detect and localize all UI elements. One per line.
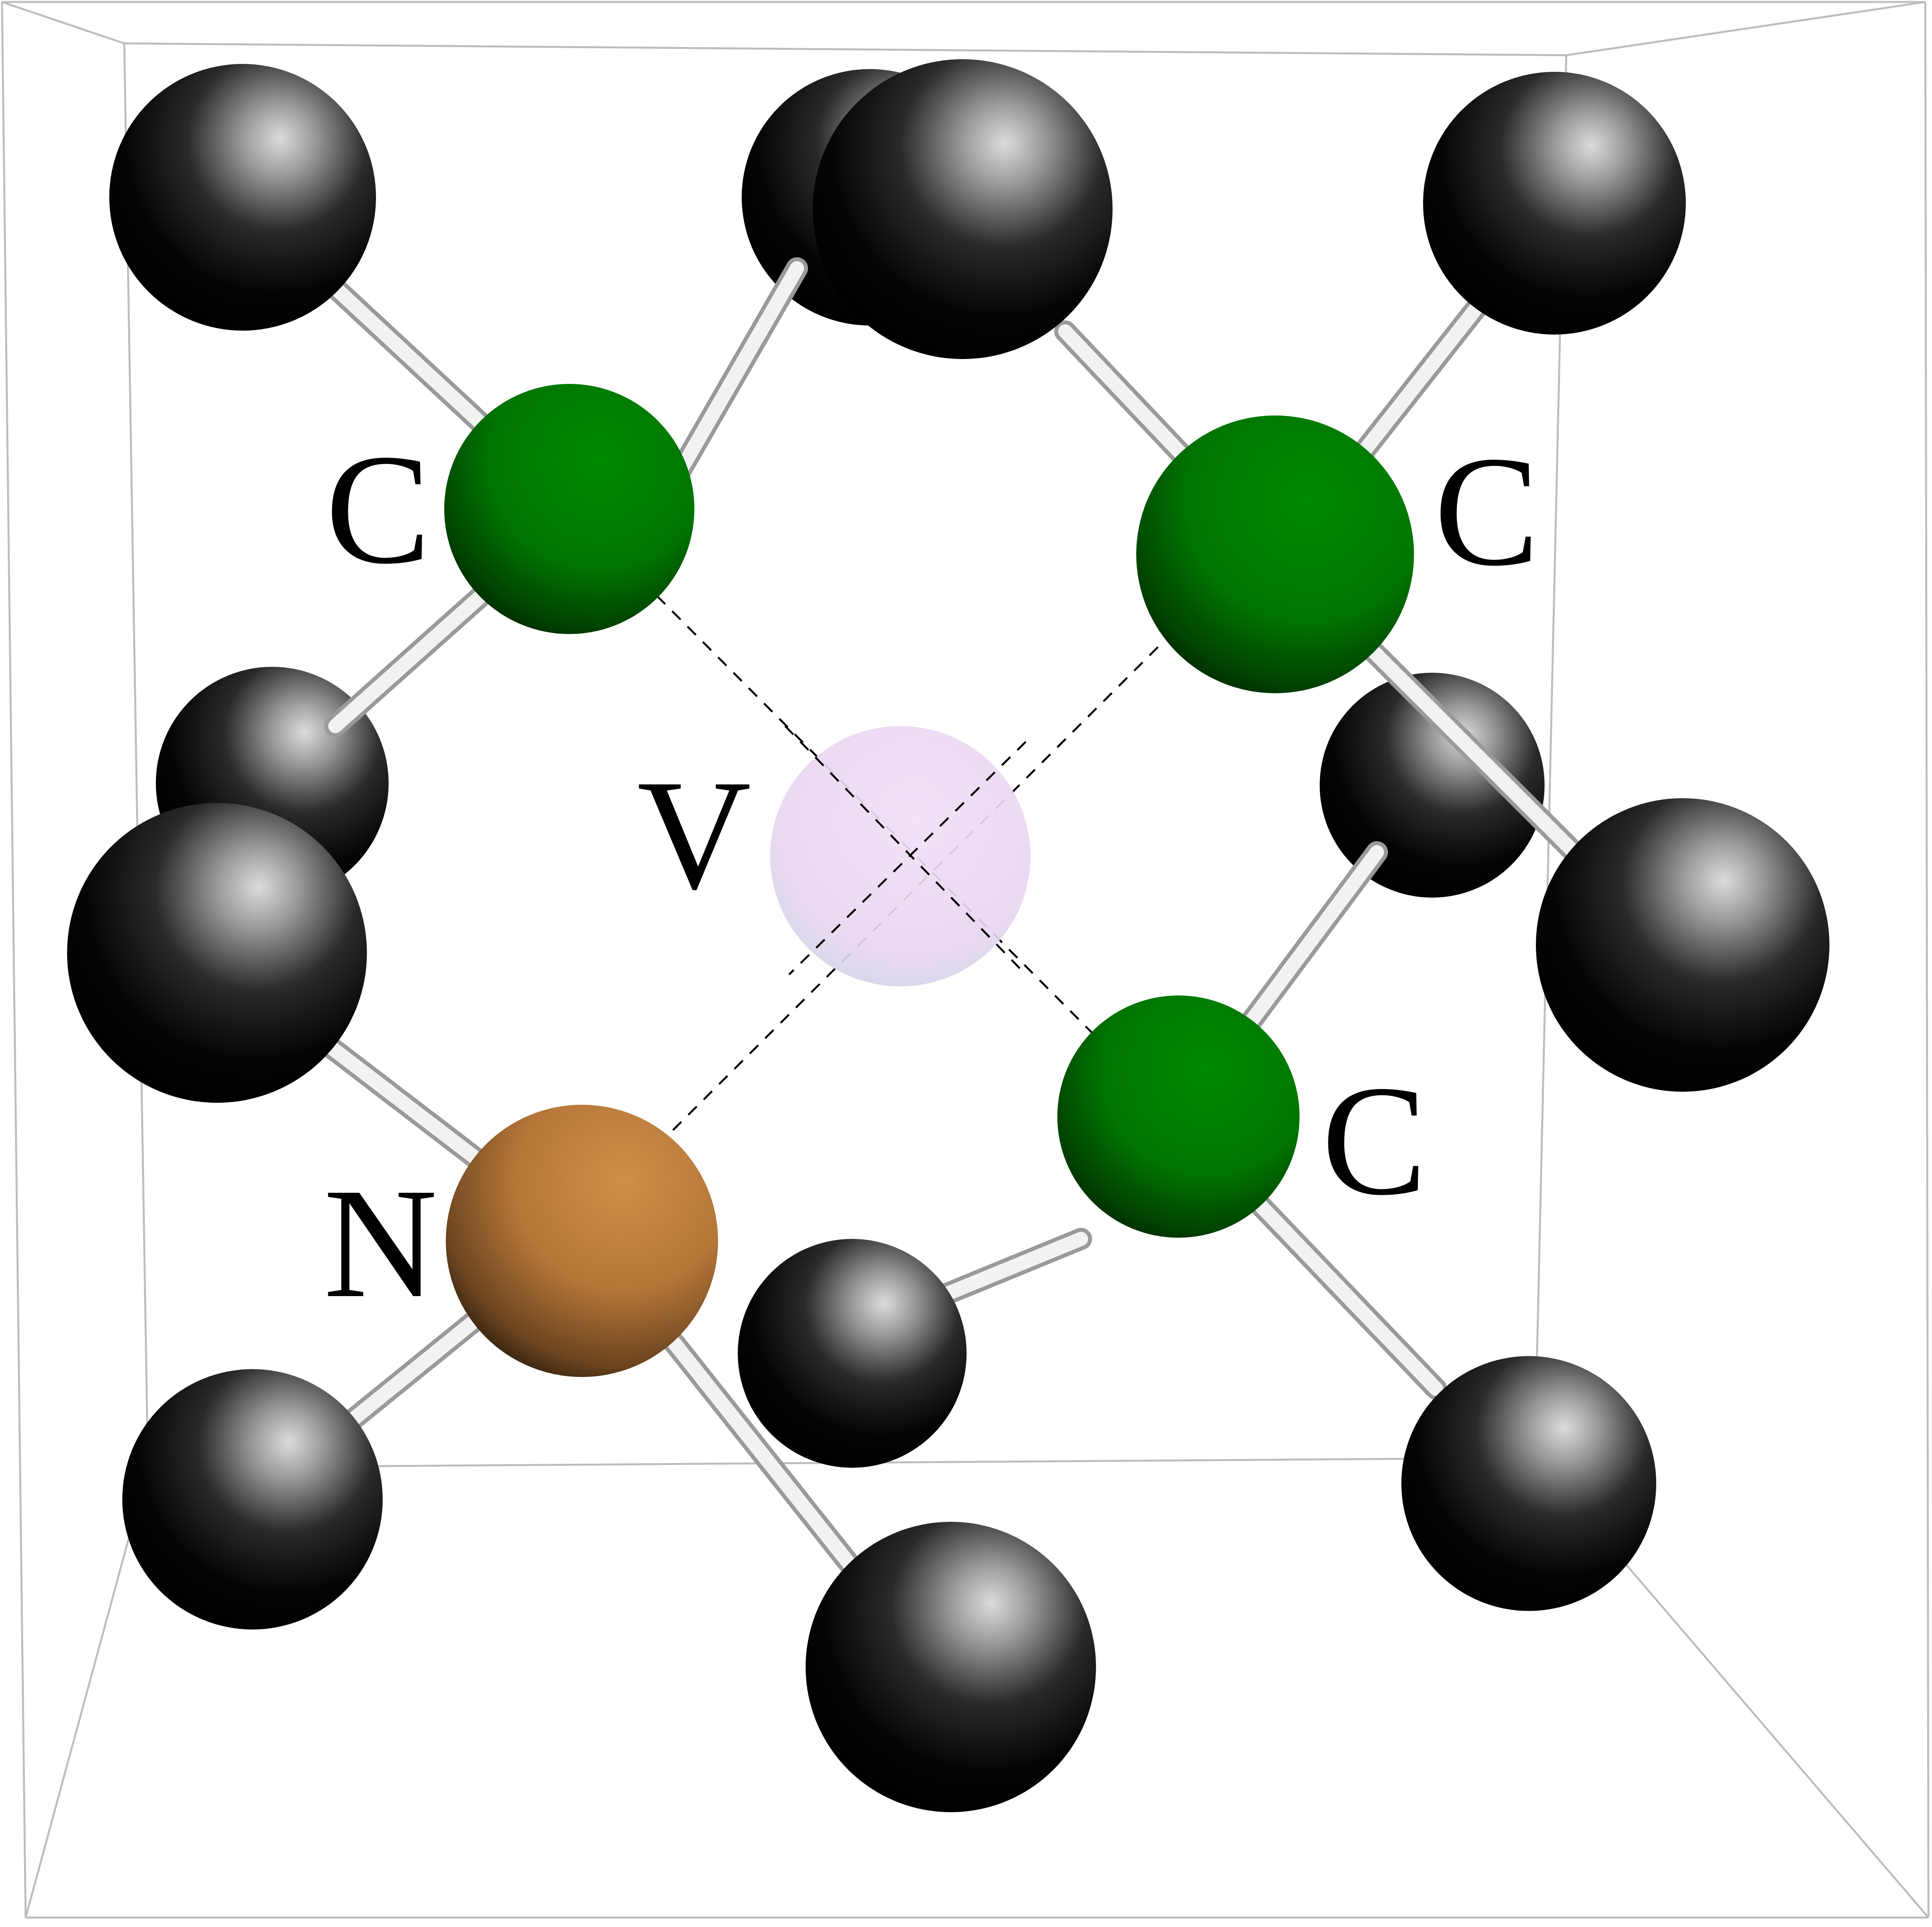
vacancy-site (770, 726, 1031, 986)
bond (328, 589, 488, 733)
host-atom (813, 59, 1113, 359)
host-atom (109, 64, 376, 331)
bond (1251, 1196, 1443, 1396)
bond (660, 1326, 855, 1570)
cell-edge (124, 42, 1567, 56)
bond (1358, 636, 1585, 863)
nitrogen-label: N (324, 1156, 438, 1330)
host-atom (122, 1369, 383, 1630)
host-atom (1401, 1356, 1656, 1611)
cell-edge (1566, 1, 1926, 56)
carbon-label-top-left: C (325, 422, 431, 597)
host-atom (67, 803, 367, 1103)
dashed-line (784, 725, 1027, 975)
host-atom (806, 1522, 1096, 1812)
host-atom (738, 1239, 967, 1468)
nitrogen-atom (446, 1105, 718, 1377)
bond (920, 1232, 1088, 1309)
bond (1244, 845, 1384, 1029)
carbon-atom (1136, 415, 1414, 693)
carbon-atom (1057, 995, 1300, 1238)
carbon-atom (444, 384, 694, 634)
vacancy-label: V (637, 747, 751, 922)
bond (1358, 277, 1502, 457)
dashed-line (670, 646, 1159, 1133)
cell-edge (1924, 2, 1930, 1918)
cell-edge (24, 1467, 149, 1918)
carbon-label-bottom-right: C (1322, 1053, 1427, 1228)
bonds (312, 257, 1589, 1573)
cell-edge (123, 43, 149, 1468)
host-atom (1536, 798, 1829, 1092)
cell-edge (1, 2, 27, 1918)
cell-edge (2, 1, 125, 45)
carbon-label-top-right: C (1434, 424, 1539, 599)
host-atom (1423, 72, 1686, 335)
vacancy-cross-lines (784, 725, 1027, 975)
bond (328, 281, 508, 449)
